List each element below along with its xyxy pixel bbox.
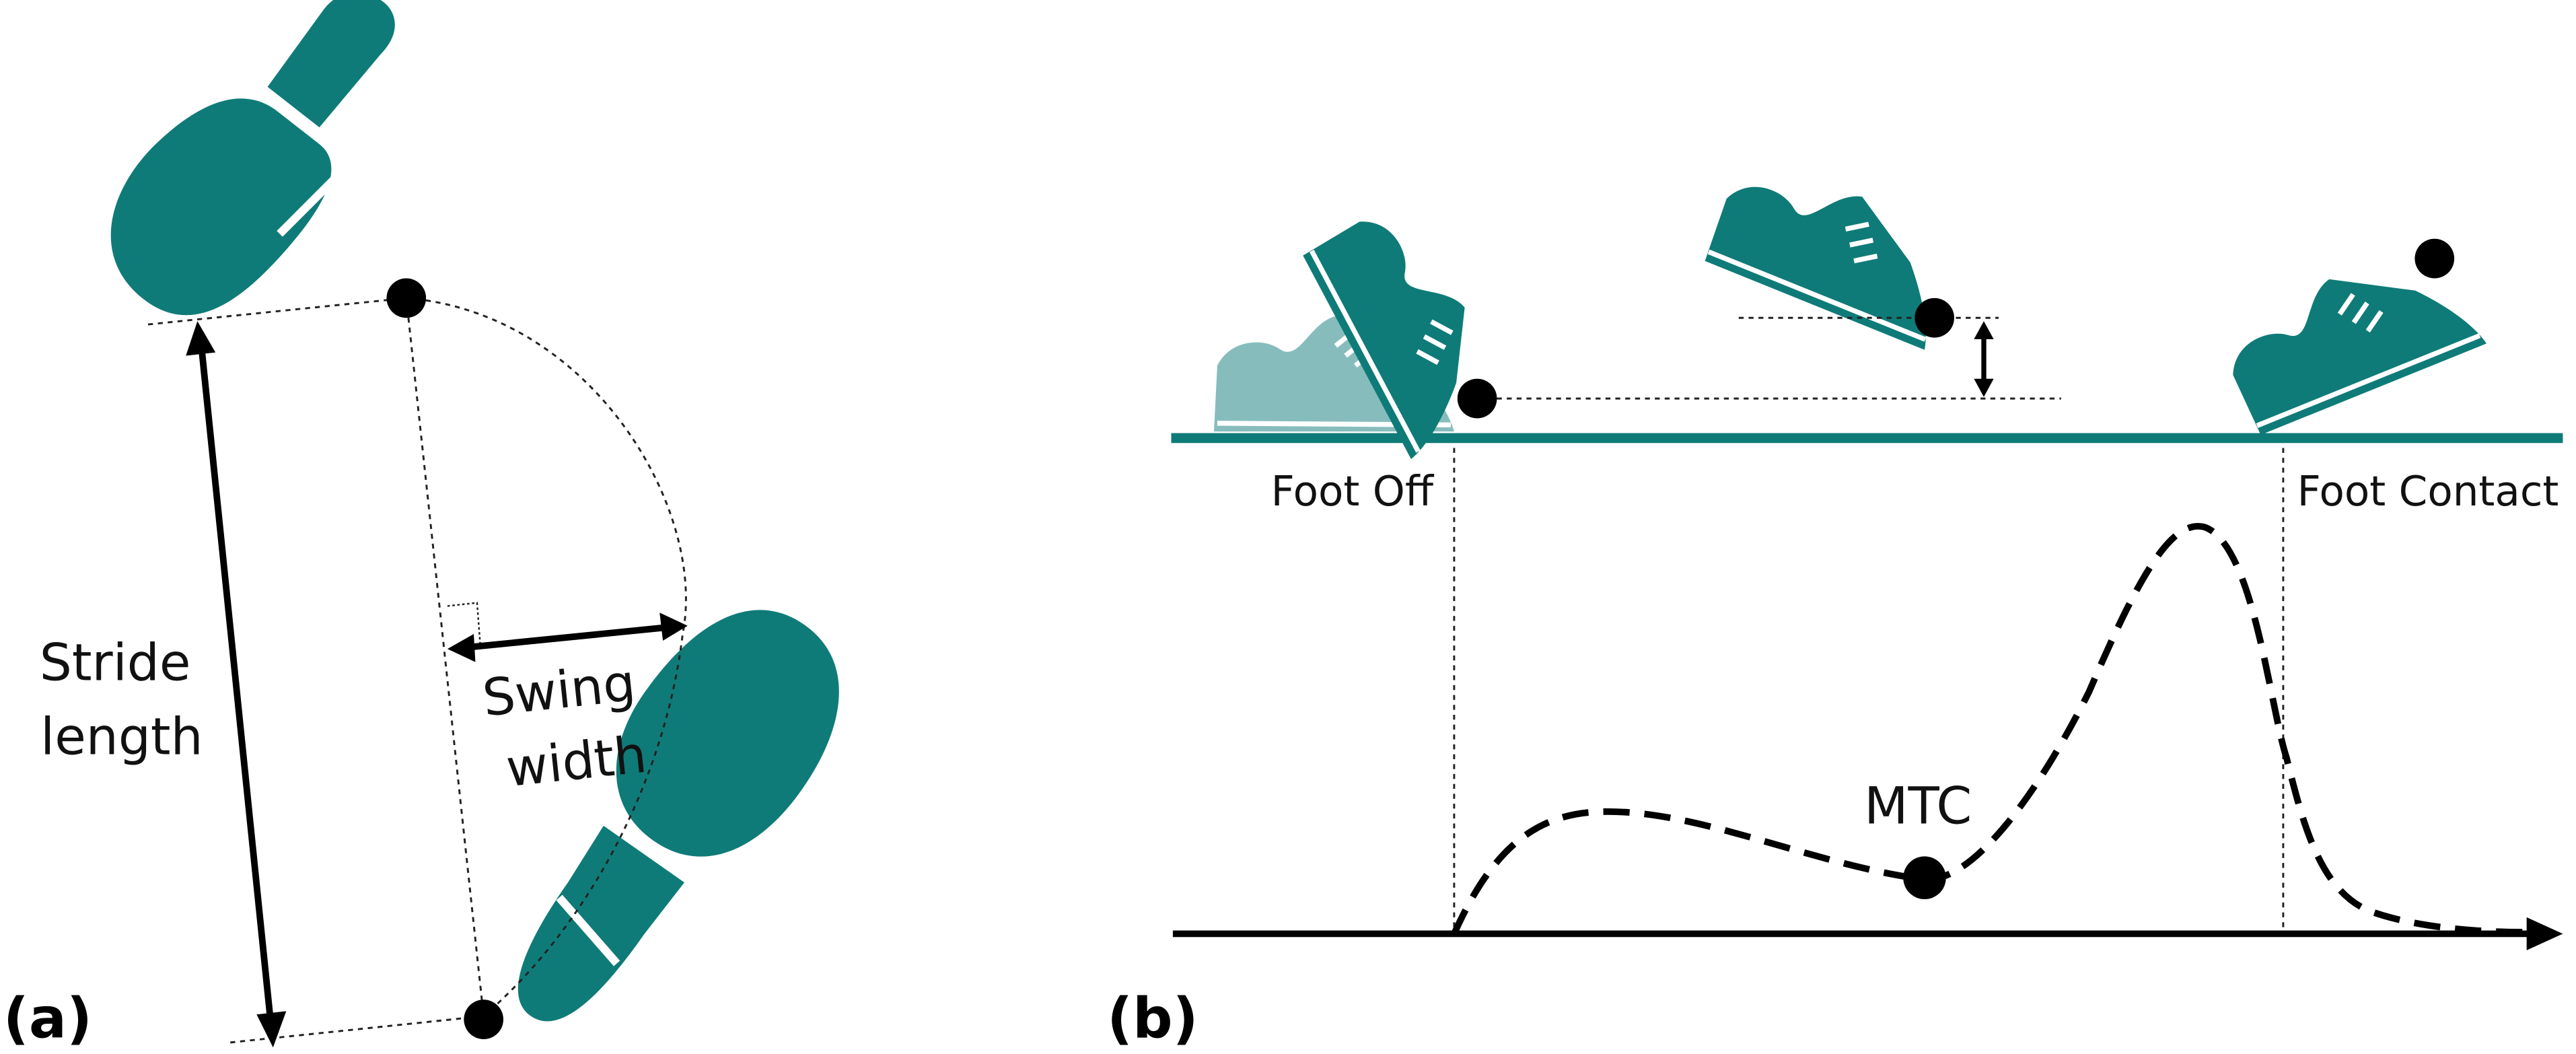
clearance-arrowhead-bottom [1974, 378, 1994, 397]
foot-off-toe-marker [1457, 378, 1497, 419]
clearance-arrowhead-top [1974, 321, 1994, 340]
swing-width-label: Swing width [480, 653, 649, 798]
mtc-marker [1903, 856, 1946, 899]
mid-swing-shoe [1705, 186, 1927, 350]
swing-width-label-line2: width [503, 725, 649, 798]
top-footprint-divider [277, 165, 349, 237]
bottom-heel-marker [464, 999, 503, 1039]
toe-trajectory-curve [1451, 522, 2526, 936]
swing-arrowhead-left [447, 634, 476, 662]
foot-off-shoe [1303, 221, 1465, 460]
top-heel-guide [147, 297, 406, 326]
panel-a: Stride length Swing width (a) [3, 0, 839, 1051]
panel-a-label: (a) [3, 985, 92, 1051]
mid-swing-toe-marker [1915, 297, 1954, 338]
bottom-footprint [517, 610, 839, 1022]
stride-arrowhead-top [186, 321, 216, 356]
stride-length-arrow [197, 339, 275, 1030]
stride-length-label-line1: Stride [40, 633, 191, 693]
time-axis-arrowhead [2526, 917, 2563, 950]
mtc-label: MTC [1864, 776, 1972, 835]
stride-length-label-line2: length [40, 707, 203, 767]
top-footprint [110, 0, 395, 316]
foot-contact-label: Foot Contact [2297, 468, 2559, 516]
bottom-footprint-divider [556, 894, 620, 967]
swing-arrowhead-right [659, 612, 688, 641]
heel-to-heel-line [405, 297, 485, 1016]
swing-width-arrow [468, 624, 667, 651]
stride-arrowhead-bottom [256, 1011, 287, 1048]
panel-b-label: (b) [1107, 985, 1198, 1051]
foot-contact-shoe [2233, 279, 2486, 435]
panel-b: Foot Off Foot Contact MTC (b) [1107, 186, 2563, 1051]
right-angle-marker [447, 602, 481, 646]
foot-off-label: Foot Off [1271, 468, 1435, 516]
foot-contact-toe-marker [2414, 238, 2455, 279]
top-heel-marker [386, 278, 427, 318]
swing-width-label-line1: Swing [480, 653, 638, 728]
